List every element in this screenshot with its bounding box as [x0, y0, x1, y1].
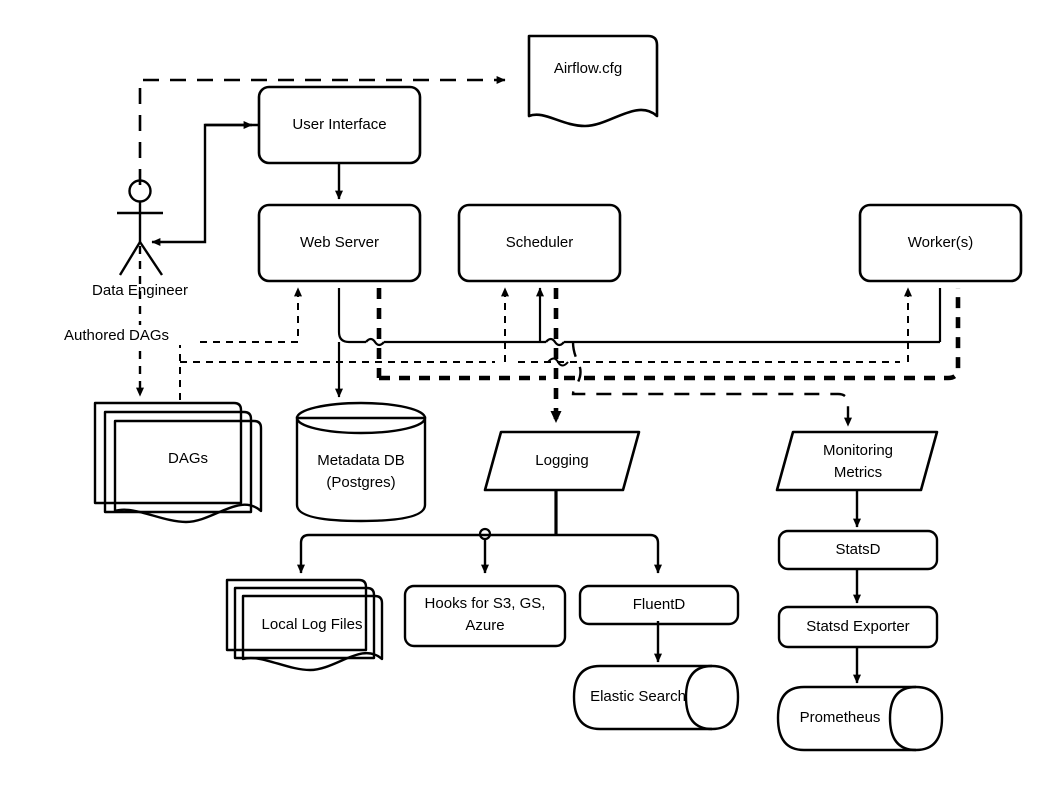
- node-label-monitoring-metrics-line2: Metrics: [834, 464, 882, 481]
- node-hooks[interactable]: Hooks for S3, GS, Azure: [403, 584, 567, 648]
- node-data-engineer[interactable]: Data Engineer: [92, 179, 188, 299]
- node-label-logging: Logging: [535, 452, 588, 469]
- node-label-airflow-cfg: Airflow.cfg: [554, 60, 622, 77]
- node-label-web-server: Web Server: [300, 234, 379, 251]
- node-scheduler[interactable]: Scheduler: [457, 203, 622, 283]
- edge-label-authored-dags-text: Authored DAGs: [64, 327, 169, 344]
- node-web-server[interactable]: Web Server: [257, 203, 422, 283]
- node-label-hooks-line1: Hooks for S3, GS,: [425, 595, 546, 612]
- node-statsd-exporter[interactable]: Statsd Exporter: [777, 605, 939, 649]
- node-user-interface[interactable]: User Interface: [257, 85, 422, 165]
- node-label-scheduler: Scheduler: [506, 234, 574, 251]
- node-label-statsd: StatsD: [835, 541, 880, 558]
- edge-metadata-db-bus-solid: [335, 287, 942, 398]
- node-label-local-log-files: Local Log Files: [262, 616, 363, 633]
- edge-ui-to-engineer: [151, 123, 259, 246]
- node-dags[interactable]: DAGs: [93, 401, 263, 524]
- node-label-data-engineer: Data Engineer: [92, 282, 188, 299]
- node-label-metadata-db-line1: Metadata DB: [317, 452, 405, 469]
- node-label-prometheus: Prometheus: [800, 709, 881, 726]
- node-label-user-interface: User Interface: [292, 116, 386, 133]
- node-label-statsd-exporter: Statsd Exporter: [806, 618, 909, 635]
- edge-dags-bus-thin-dashed: [180, 287, 912, 363]
- node-label-workers: Worker(s): [908, 234, 974, 251]
- edge-monitoring-metrics-bus: [571, 341, 852, 427]
- node-label-elastic-search: Elastic Search: [590, 688, 686, 705]
- node-airflow-cfg[interactable]: Airflow.cfg: [527, 34, 659, 128]
- node-label-dags: DAGs: [168, 450, 208, 467]
- node-monitoring-metrics[interactable]: Monitoring Metrics: [775, 430, 939, 492]
- line-jump-markers: [547, 357, 569, 367]
- node-elastic-search[interactable]: Elastic Search: [572, 664, 740, 731]
- node-statsd[interactable]: StatsD: [777, 529, 939, 571]
- edge-engineer-to-airflowcfg: [138, 76, 506, 185]
- node-label-monitoring-metrics-line1: Monitoring: [823, 442, 893, 459]
- node-local-log-files[interactable]: Local Log Files: [225, 578, 384, 672]
- node-metadata-db[interactable]: Metadata DB (Postgres): [295, 401, 427, 523]
- node-label-fluentd: FluentD: [633, 596, 686, 613]
- edge-logging-fanout: [297, 490, 662, 574]
- edge-label-authored-dags: Authored DAGs: [62, 325, 194, 345]
- node-prometheus[interactable]: Prometheus: [776, 685, 944, 752]
- node-label-metadata-db-line2: (Postgres): [326, 474, 395, 491]
- edge-logging-bus-thick-dashed: [376, 288, 961, 423]
- node-fluentd[interactable]: FluentD: [578, 584, 740, 626]
- node-workers[interactable]: Worker(s): [858, 203, 1023, 283]
- node-label-hooks-line2: Azure: [465, 617, 504, 634]
- edge-dags-to-webserver: [179, 287, 302, 400]
- node-logging[interactable]: Logging: [483, 430, 641, 492]
